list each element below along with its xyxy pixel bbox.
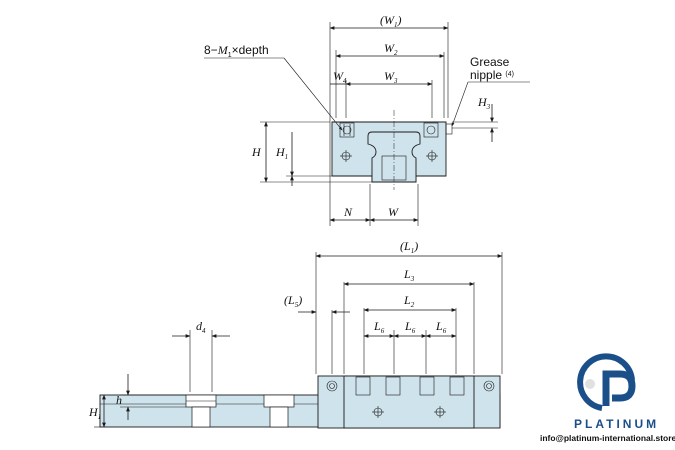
dim-h-small-label: h [116, 393, 122, 407]
logo-email: info@platinum-international.store [540, 433, 675, 443]
grease-label-line1: Grease [470, 55, 510, 69]
dim-l3-label: L3 [403, 267, 415, 283]
dim-l6-label-2: L6 [404, 319, 416, 335]
tapped-hole-right [423, 122, 439, 138]
dim-l6-label-1: L6 [373, 319, 385, 335]
dim-n-label: N [343, 205, 353, 219]
dim-h3-label: H3 [477, 95, 491, 111]
side-hole-2 [434, 406, 446, 418]
rail-hole-2 [263, 394, 295, 428]
grease-label-line2: nipple (4) [470, 68, 514, 82]
dim-h1-side-label: H1 [88, 405, 101, 421]
end-seal-right [483, 380, 495, 392]
dim-l1-label: (L1) [400, 239, 418, 255]
dim-w-label: W [388, 205, 399, 219]
m1-depth-label: 8−M1×depth [204, 43, 269, 59]
dim-l6-label-3: L6 [435, 319, 447, 335]
dim-l2-label: L2 [403, 293, 415, 309]
dim-h-label: H [251, 145, 262, 159]
dim-d4-label: d4 [196, 319, 206, 335]
dim-w1-label: (W1) [380, 13, 402, 29]
dim-w2-label: W2 [384, 41, 398, 57]
top-holes [355, 376, 465, 396]
mounting-hole-front-left [340, 150, 352, 162]
logo-name: PLATINUM [574, 417, 659, 431]
rail-hole-1 [185, 394, 217, 428]
dim-w3-label: W3 [384, 69, 398, 85]
side-hole-1 [372, 406, 384, 418]
carriage-center [343, 375, 475, 429]
mounting-hole-front-right [426, 150, 438, 162]
side-view: (L1) L3 L2 (L5) L6 L6 L6 d4 h H1 [88, 239, 503, 429]
grease-nipple [445, 123, 453, 135]
platinum-logo-mark [577, 353, 636, 411]
platinum-logo: PLATINUM info@platinum-international.sto… [540, 353, 675, 443]
dim-l5-label: (L5) [284, 293, 302, 309]
end-seal-left [326, 380, 338, 392]
dim-h1-label: H1 [275, 145, 288, 161]
front-view: (W1) W2 W3 W4 H H1 H3 N W 8−M1×d [204, 13, 530, 226]
dim-w4-label: W4 [333, 69, 347, 85]
tapped-hole-left [339, 122, 355, 138]
